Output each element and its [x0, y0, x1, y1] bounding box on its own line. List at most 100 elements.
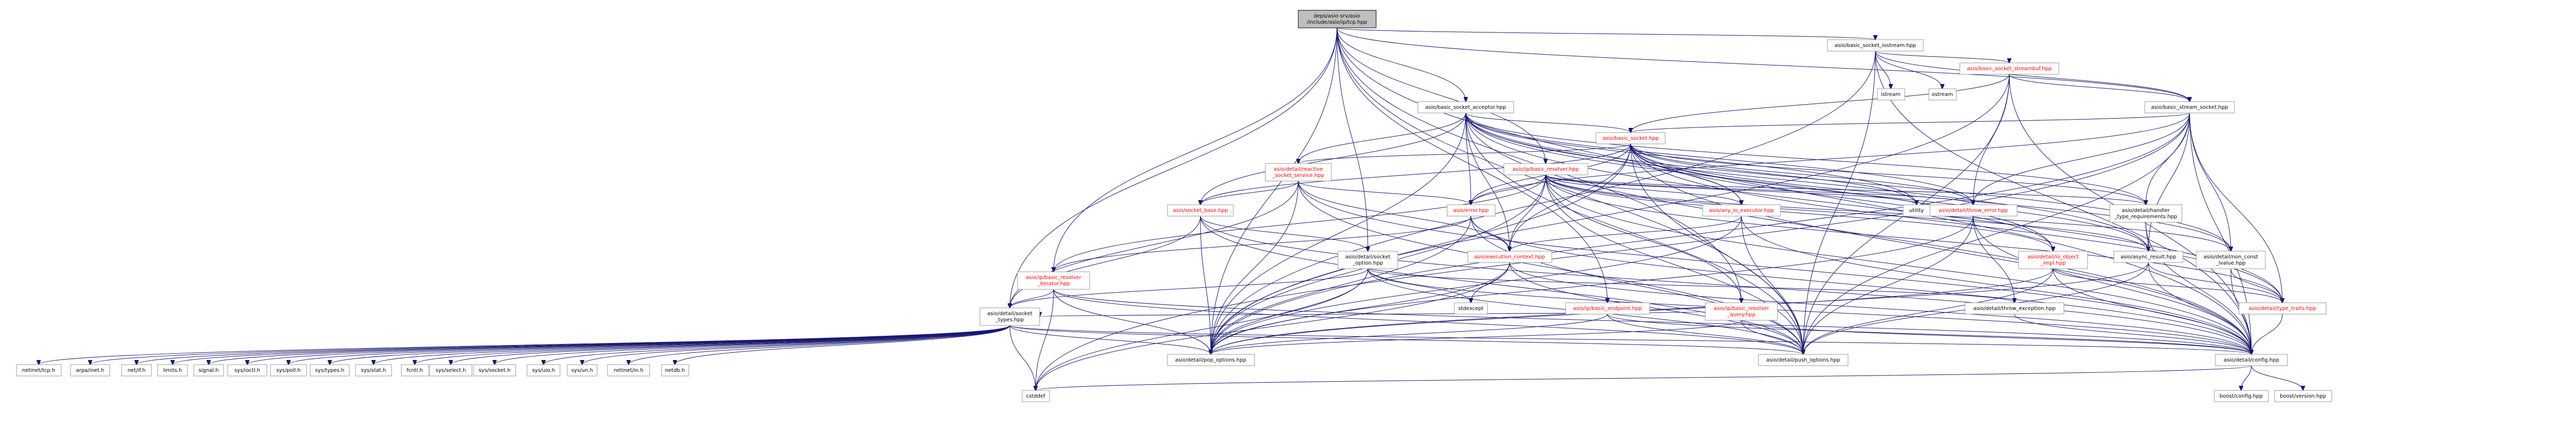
node-label: asio/detail/push_options.hpp	[1766, 357, 1840, 363]
node-rss[interactable]: asio/detail/reactive_socket_service.hpp	[1265, 163, 1332, 182]
node-bres[interactable]: asio/ip/basic_resolver.hpp	[1503, 163, 1588, 175]
node-label: asio/basic_socket_acceptor.hpp	[1426, 105, 1506, 110]
node-box	[270, 364, 307, 376]
node-bssb[interactable]: asio/basic_socket_streambuf.hpp	[1959, 62, 2059, 75]
node-label: asio/detail/io_object	[2027, 254, 2079, 260]
node-bconfig: boost/config.hpp	[2214, 390, 2269, 402]
node-sb[interactable]: asio/socket_base.hpp	[1167, 204, 1234, 217]
node-err[interactable]: asio/error.hpp	[1447, 204, 1496, 217]
node-ttraits[interactable]: asio/detail/type_traits.hpp	[2239, 302, 2327, 315]
node-label: asio/ip/basic_endpoint.hpp	[1573, 306, 1642, 312]
edge-root-to-bres	[1336, 27, 1546, 163]
node-types_h: sys/types.h	[310, 364, 350, 376]
node-box	[2274, 390, 2332, 402]
edge-bep-to-push	[1607, 314, 1803, 354]
node-label: asio/socket_base.hpp	[1173, 208, 1228, 214]
node-label: sys/stat.h	[361, 368, 386, 373]
node-signal_h: signal.h	[193, 364, 224, 376]
edge-sockt-to-tcp_h	[39, 325, 1010, 365]
edge-sockopt-to-texc	[1367, 268, 2014, 303]
node-box	[473, 364, 516, 376]
edge-bres-to-bri	[1054, 174, 1546, 272]
edge-bs-to-push	[1630, 143, 1803, 354]
node-label: asio/basic_stream_socket.hpp	[2151, 105, 2228, 110]
edge-sockt-to-cstddef	[1009, 325, 1036, 390]
node-box	[1503, 163, 1588, 175]
edge-rss-to-push	[1298, 181, 1803, 354]
edge-bri-to-sockt	[1010, 289, 1054, 308]
node-ioimpl[interactable]: asio/detail/io_object_impl.hpp	[2018, 251, 2088, 269]
node-bs[interactable]: asio/basic_socket.hpp	[1596, 132, 1666, 144]
edge-bs-to-hreq	[1630, 143, 2146, 205]
node-label: asio/detail/throw_error.hpp	[1939, 208, 2008, 214]
node-box	[979, 307, 1040, 326]
node-ar: asio/async_result.hpp	[2113, 251, 2183, 263]
node-label: fcntl.h	[406, 368, 423, 373]
node-anyio[interactable]: asio/any_io_executor.hpp	[1702, 204, 1781, 217]
node-label: limits.h	[163, 368, 182, 373]
node-un_h: sys/un.h	[567, 364, 598, 376]
node-box	[1298, 10, 1377, 28]
node-te[interactable]: asio/detail/throw_error.hpp	[1929, 204, 2018, 217]
node-box	[227, 364, 267, 376]
edge-bres-to-anyio	[1545, 174, 1741, 205]
edge-bs-to-execctx	[1510, 143, 1631, 251]
node-root[interactable]: deps/asio-srv/asio/include/asio/ip/tcp.h…	[1298, 10, 1377, 28]
node-box	[567, 364, 598, 376]
node-execctx[interactable]: asio/execution_context.hpp	[1467, 251, 1552, 263]
node-label: _impl.hpp	[2040, 260, 2066, 266]
node-label: _query.hpp	[1727, 312, 1756, 318]
node-label: asio/detail/type_traits.hpp	[2249, 306, 2316, 312]
node-box	[1467, 251, 1552, 263]
edge-rss-to-sb	[1200, 181, 1299, 205]
edge-root-to-pop	[1211, 27, 1337, 354]
node-label: asio/error.hpp	[1453, 208, 1488, 214]
node-label: sys/types.h	[315, 368, 345, 373]
edge-root-to-sockt	[1010, 27, 1337, 308]
edge-brq-to-config	[1741, 320, 2251, 354]
node-box	[310, 364, 350, 376]
node-label: asio/detail/socket	[1345, 254, 1390, 260]
edge-bsa-to-rss	[1298, 112, 1466, 163]
node-brq[interactable]: asio/ip/basic_resolver_query.hpp	[1705, 302, 1778, 321]
edge-rss-to-execctx	[1298, 181, 1510, 251]
edge-sockopt-to-sockt	[1010, 268, 1368, 308]
edge-bstrs-to-ttraits	[2189, 112, 2282, 303]
node-bep[interactable]: asio/ip/basic_endpoint.hpp	[1565, 302, 1650, 315]
node-label: cstddef	[1026, 394, 1045, 399]
node-stdexcept: stdexcept	[1454, 302, 1488, 315]
node-label: boost/version.hpp	[2280, 394, 2326, 399]
node-box	[2018, 251, 2088, 269]
node-box	[157, 364, 188, 376]
node-label: sys/un.h	[571, 368, 593, 373]
node-box	[429, 364, 472, 376]
node-box	[527, 364, 561, 376]
node-bri[interactable]: asio/ip/basic_resolver_iterator.hpp	[1017, 271, 1090, 290]
edge-sockt-to-netdb_h	[675, 325, 1010, 365]
node-label: asio/basic_socket.hpp	[1602, 136, 1658, 141]
node-box	[1702, 204, 1781, 217]
node-box	[2109, 204, 2182, 223]
node-ncv: asio/detail/non_const_lvalue.hpp	[2196, 251, 2266, 269]
edge-anyio-to-pop	[1211, 216, 1742, 354]
edge-anyio-to-execctx	[1510, 216, 1742, 251]
edge-bres-to-push	[1545, 174, 1803, 354]
edge-bs-to-ar	[1630, 143, 2148, 251]
edge-config-to-bversion	[2251, 365, 2303, 390]
node-box	[1959, 62, 2059, 75]
edge-bsi-to-push	[1803, 51, 1876, 354]
edge-bstrs-to-err	[1471, 112, 2190, 205]
edge-te-to-push	[1803, 216, 1974, 354]
node-label: asio/execution_context.hpp	[1474, 254, 1545, 260]
edge-sockt-to-types_h	[330, 325, 1010, 365]
edge-bsa-to-utility	[1465, 112, 1917, 205]
edge-ar-to-pop	[1211, 262, 2149, 354]
edge-config-to-bconfig	[2241, 365, 2252, 390]
edge-sockt-to-limits_h	[173, 325, 1010, 365]
node-box	[2239, 302, 2327, 315]
edge-sockopt-to-stdexcept	[1367, 268, 1471, 303]
nodes-layer: deps/asio-srv/asio/include/asio/ip/tcp.h…	[16, 10, 2332, 402]
node-box	[2196, 251, 2266, 269]
node-label: net/if.h	[128, 368, 146, 373]
